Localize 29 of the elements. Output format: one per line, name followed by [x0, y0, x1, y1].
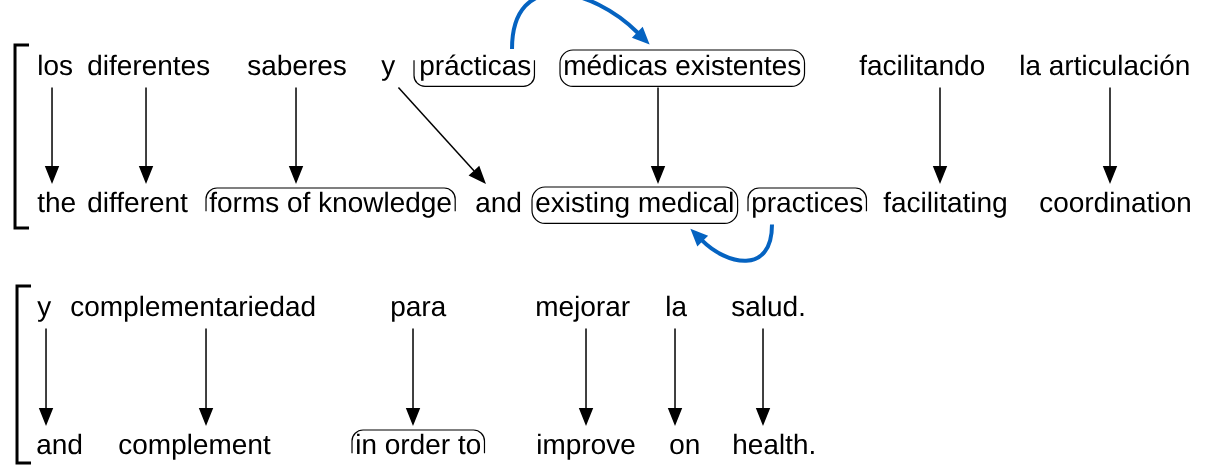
word: facilitating	[883, 191, 1006, 218]
arrow	[397, 86, 486, 184]
word: complementariedad	[71, 295, 315, 322]
phrase-box: existing medical	[531, 186, 739, 224]
word: and	[37, 433, 82, 455]
word: la	[667, 295, 687, 317]
word: la articulación	[1021, 54, 1189, 76]
phrase-box: prácticas	[413, 54, 536, 87]
word: salud.	[732, 295, 804, 317]
word: improve	[538, 433, 635, 460]
word: diferentes	[88, 54, 210, 76]
word: y	[381, 60, 396, 81]
word: mejorar	[537, 295, 630, 322]
word: health.	[734, 433, 814, 455]
word: facilitando	[859, 54, 985, 76]
phrase-box: médicas existentes	[559, 49, 806, 87]
phrase-box: in order to	[351, 429, 486, 455]
word: los	[39, 54, 72, 76]
word: complement	[119, 433, 271, 460]
word: para	[392, 300, 447, 322]
word: different	[88, 191, 188, 213]
phrase-box: practices	[747, 187, 868, 218]
word: the	[37, 191, 75, 213]
word: on	[670, 438, 699, 455]
phrase-box: forms of knowledge	[205, 187, 456, 218]
word: and	[476, 191, 521, 213]
word: saberes	[248, 54, 346, 76]
word: y	[37, 301, 52, 322]
word: coordination	[1040, 191, 1190, 213]
